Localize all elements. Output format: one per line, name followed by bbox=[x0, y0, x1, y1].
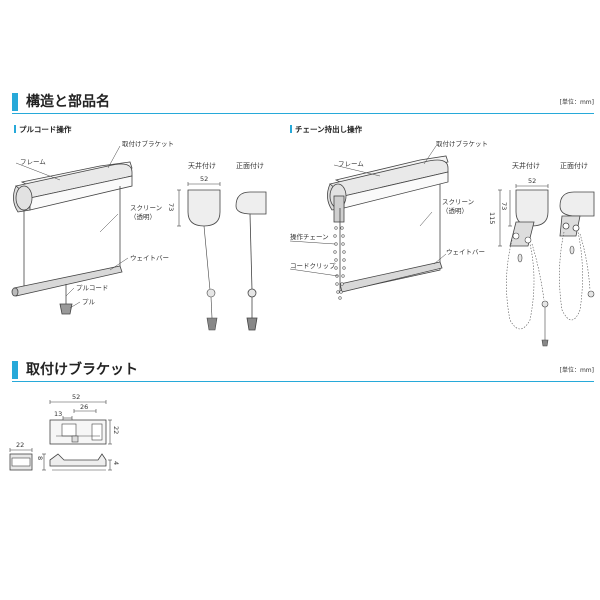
label-screen-1: スクリーン bbox=[442, 198, 474, 206]
bracket-dim-22: 22 bbox=[16, 441, 24, 449]
bracket-dim-8: 8 bbox=[36, 456, 44, 460]
label-weight-bar: ウェイトバー bbox=[446, 248, 485, 256]
bracket-dim-4: 4 bbox=[112, 461, 120, 465]
ceiling-title: 天井付け bbox=[512, 161, 540, 170]
chain-title: チェーン持出し操作 bbox=[295, 125, 363, 134]
section-divider bbox=[12, 381, 594, 382]
ceiling-dim-w: 52 bbox=[200, 175, 208, 183]
front-title: 正面付け bbox=[236, 161, 264, 170]
section-accent-bar bbox=[12, 93, 18, 111]
label-frame: フレーム bbox=[338, 160, 364, 168]
label-bracket: 取付けブラケット bbox=[436, 139, 488, 148]
pullcord-title: プルコード操作 bbox=[19, 125, 72, 134]
bracket-dim-22-vertical: 22 bbox=[112, 426, 120, 434]
label-frame: フレーム bbox=[20, 158, 46, 166]
label-pull-cord: プルコード bbox=[76, 284, 108, 292]
chain-ceiling-dim-h1: 115 bbox=[488, 212, 496, 224]
label-cord-clip: コードクリップ bbox=[290, 262, 336, 270]
bracket-dim-13: 13 bbox=[54, 410, 62, 418]
front-title: 正面付け bbox=[560, 161, 588, 170]
bracket-dim-26: 26 bbox=[80, 403, 88, 411]
subtitle-marker bbox=[14, 125, 16, 133]
section-accent-bar bbox=[12, 361, 18, 379]
label-pull: プル bbox=[82, 298, 96, 306]
chain-beads bbox=[333, 226, 346, 300]
subtitle-marker bbox=[290, 125, 292, 133]
section-title: 取付けブラケット bbox=[26, 362, 138, 378]
unit-note: [単位：mm] bbox=[559, 99, 594, 106]
bracket-dim-52: 52 bbox=[72, 393, 80, 401]
chain-ceiling-dim-w: 52 bbox=[528, 177, 536, 185]
ceiling-title: 天井付け bbox=[188, 161, 216, 170]
label-screen-2: （透明） bbox=[442, 207, 468, 215]
label-screen-1: スクリーン bbox=[130, 204, 162, 212]
label-screen-2: （透明） bbox=[130, 213, 156, 221]
ceiling-dim-h: 73 bbox=[167, 203, 175, 211]
section-divider bbox=[12, 113, 594, 114]
unit-note: [単位：mm] bbox=[559, 367, 594, 374]
label-weight-bar: ウェイトバー bbox=[130, 254, 169, 262]
chain-ceiling-dim-h2: 73 bbox=[500, 202, 508, 210]
section-title: 構造と部品名 bbox=[26, 94, 110, 110]
label-bracket: 取付けブラケット bbox=[122, 139, 174, 148]
label-chain: 操作チェーン bbox=[290, 232, 329, 241]
